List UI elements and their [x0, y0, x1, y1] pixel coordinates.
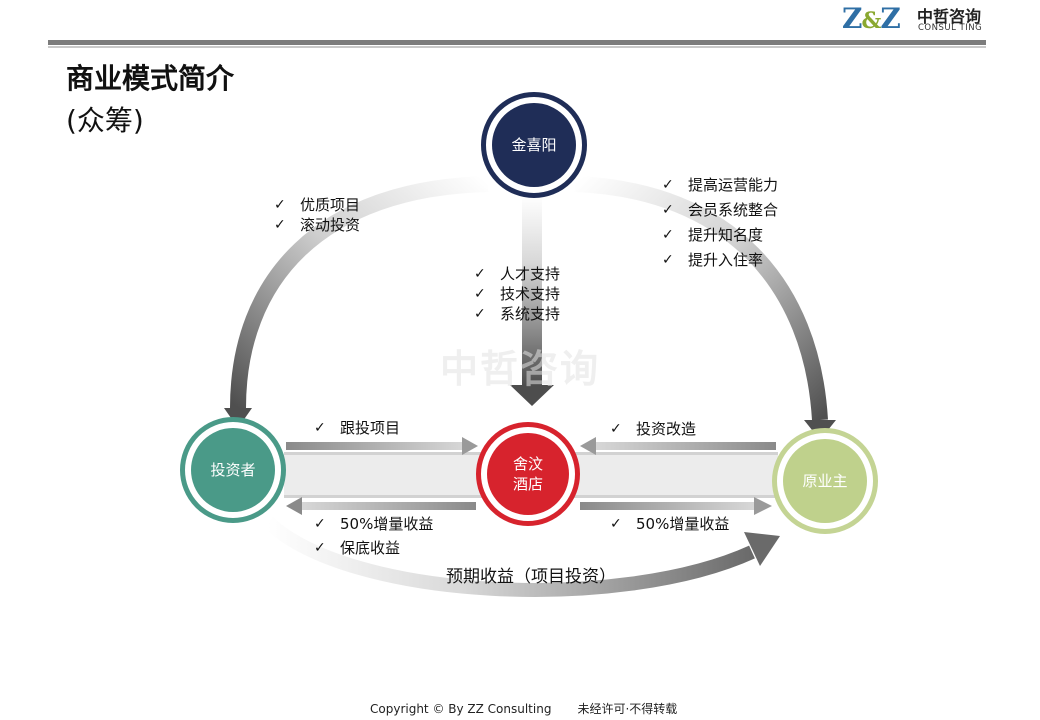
footer-copyright: Copyright © By ZZ Consulting: [370, 702, 552, 716]
expected-return-label: 预期收益（项目投资）: [446, 567, 616, 587]
list-item: ✓跟投项目: [314, 416, 400, 441]
check-icon: ✓: [662, 202, 674, 218]
footer-notice: 未经许可·不得转载: [577, 702, 678, 716]
list-item: ✓提升入住率: [662, 248, 778, 273]
logo-english-name: CONSUL TING: [918, 23, 983, 33]
check-icon: ✓: [474, 286, 486, 302]
list-top-left: ✓优质项目 ✓滚动投资: [274, 195, 360, 235]
logo-chinese-name: 中哲咨询: [917, 7, 982, 26]
check-icon: ✓: [314, 540, 326, 556]
list-item: ✓技术支持: [474, 285, 561, 303]
node-top: 金喜阳: [481, 92, 587, 198]
node-top-label: 金喜阳: [511, 136, 557, 154]
arrow-investor-to-hotel: [286, 442, 466, 450]
list-bottom-left: ✓50%增量收益 ✓保底收益: [314, 512, 433, 560]
list-item: ✓投资改造: [610, 417, 696, 442]
logo-mark: Z&Z: [842, 2, 901, 35]
node-investor: 投资者: [180, 417, 286, 523]
check-icon: ✓: [274, 197, 286, 213]
list-item: ✓人才支持: [474, 265, 561, 283]
check-icon: ✓: [314, 420, 326, 436]
bottom-curve-arrow: [263, 516, 755, 597]
list-mid-left: ✓跟投项目: [314, 416, 400, 441]
list-item: ✓会员系统整合: [662, 198, 778, 223]
node-hotel-label-line1: 舍汶: [512, 455, 543, 473]
check-icon: ✓: [662, 252, 674, 268]
check-icon: ✓: [662, 227, 674, 243]
bottom-curve-arrow-head: [744, 532, 780, 566]
check-icon: ✓: [274, 217, 286, 233]
list-item: ✓50%增量收益: [610, 512, 729, 537]
check-icon: ✓: [610, 421, 622, 437]
check-icon: ✓: [610, 516, 622, 532]
list-top-right: ✓提高运营能力 ✓会员系统整合 ✓提升知名度 ✓提升入住率: [662, 173, 778, 273]
list-top-center: ✓人才支持 ✓技术支持 ✓系统支持: [474, 264, 560, 324]
node-hotel: 舍汶 酒店: [476, 422, 580, 526]
arrow-investor-to-hotel-head: [462, 437, 478, 455]
check-icon: ✓: [474, 306, 486, 322]
arrow-hotel-to-investor-head: [286, 497, 302, 515]
header-rule-light: [48, 46, 986, 48]
slide-title: 商业模式简介: [66, 62, 235, 95]
list-item: ✓保底收益: [314, 536, 433, 560]
list-item: ✓提高运营能力: [662, 173, 778, 198]
arrow-owner-to-hotel-head: [580, 437, 596, 455]
arrow-owner-to-hotel: [594, 442, 776, 450]
arrow-hotel-to-owner: [580, 502, 756, 510]
arc-arrow-right: [574, 176, 828, 421]
check-icon: ✓: [314, 516, 326, 532]
list-mid-right: ✓投资改造: [610, 417, 696, 442]
arrow-hotel-to-owner-head: [754, 497, 772, 515]
node-owner: 原业主: [772, 428, 878, 534]
list-item: ✓优质项目: [274, 196, 361, 214]
arrow-hotel-to-investor: [300, 502, 476, 510]
list-bottom-right: ✓50%增量收益: [610, 512, 729, 537]
slide-subtitle: (众筹): [66, 104, 144, 137]
down-arrow-head: [510, 385, 554, 406]
footer: Copyright © By ZZ Consulting 未经许可·不得转载: [370, 700, 677, 717]
list-item: ✓提升知名度: [662, 223, 778, 248]
arc-arrow-left: [230, 176, 489, 409]
list-item: ✓50%增量收益: [314, 512, 433, 536]
watermark: 中哲咨询: [440, 347, 601, 391]
header-rule: [48, 40, 986, 45]
down-arrow-shaft: [522, 196, 542, 386]
list-item: ✓系统支持: [474, 305, 561, 323]
node-investor-label: 投资者: [210, 461, 256, 479]
node-hotel-label-line2: 酒店: [512, 475, 543, 493]
check-icon: ✓: [474, 266, 486, 282]
node-owner-label: 原业主: [802, 472, 848, 490]
check-icon: ✓: [662, 177, 674, 193]
list-item: ✓滚动投资: [274, 216, 361, 234]
